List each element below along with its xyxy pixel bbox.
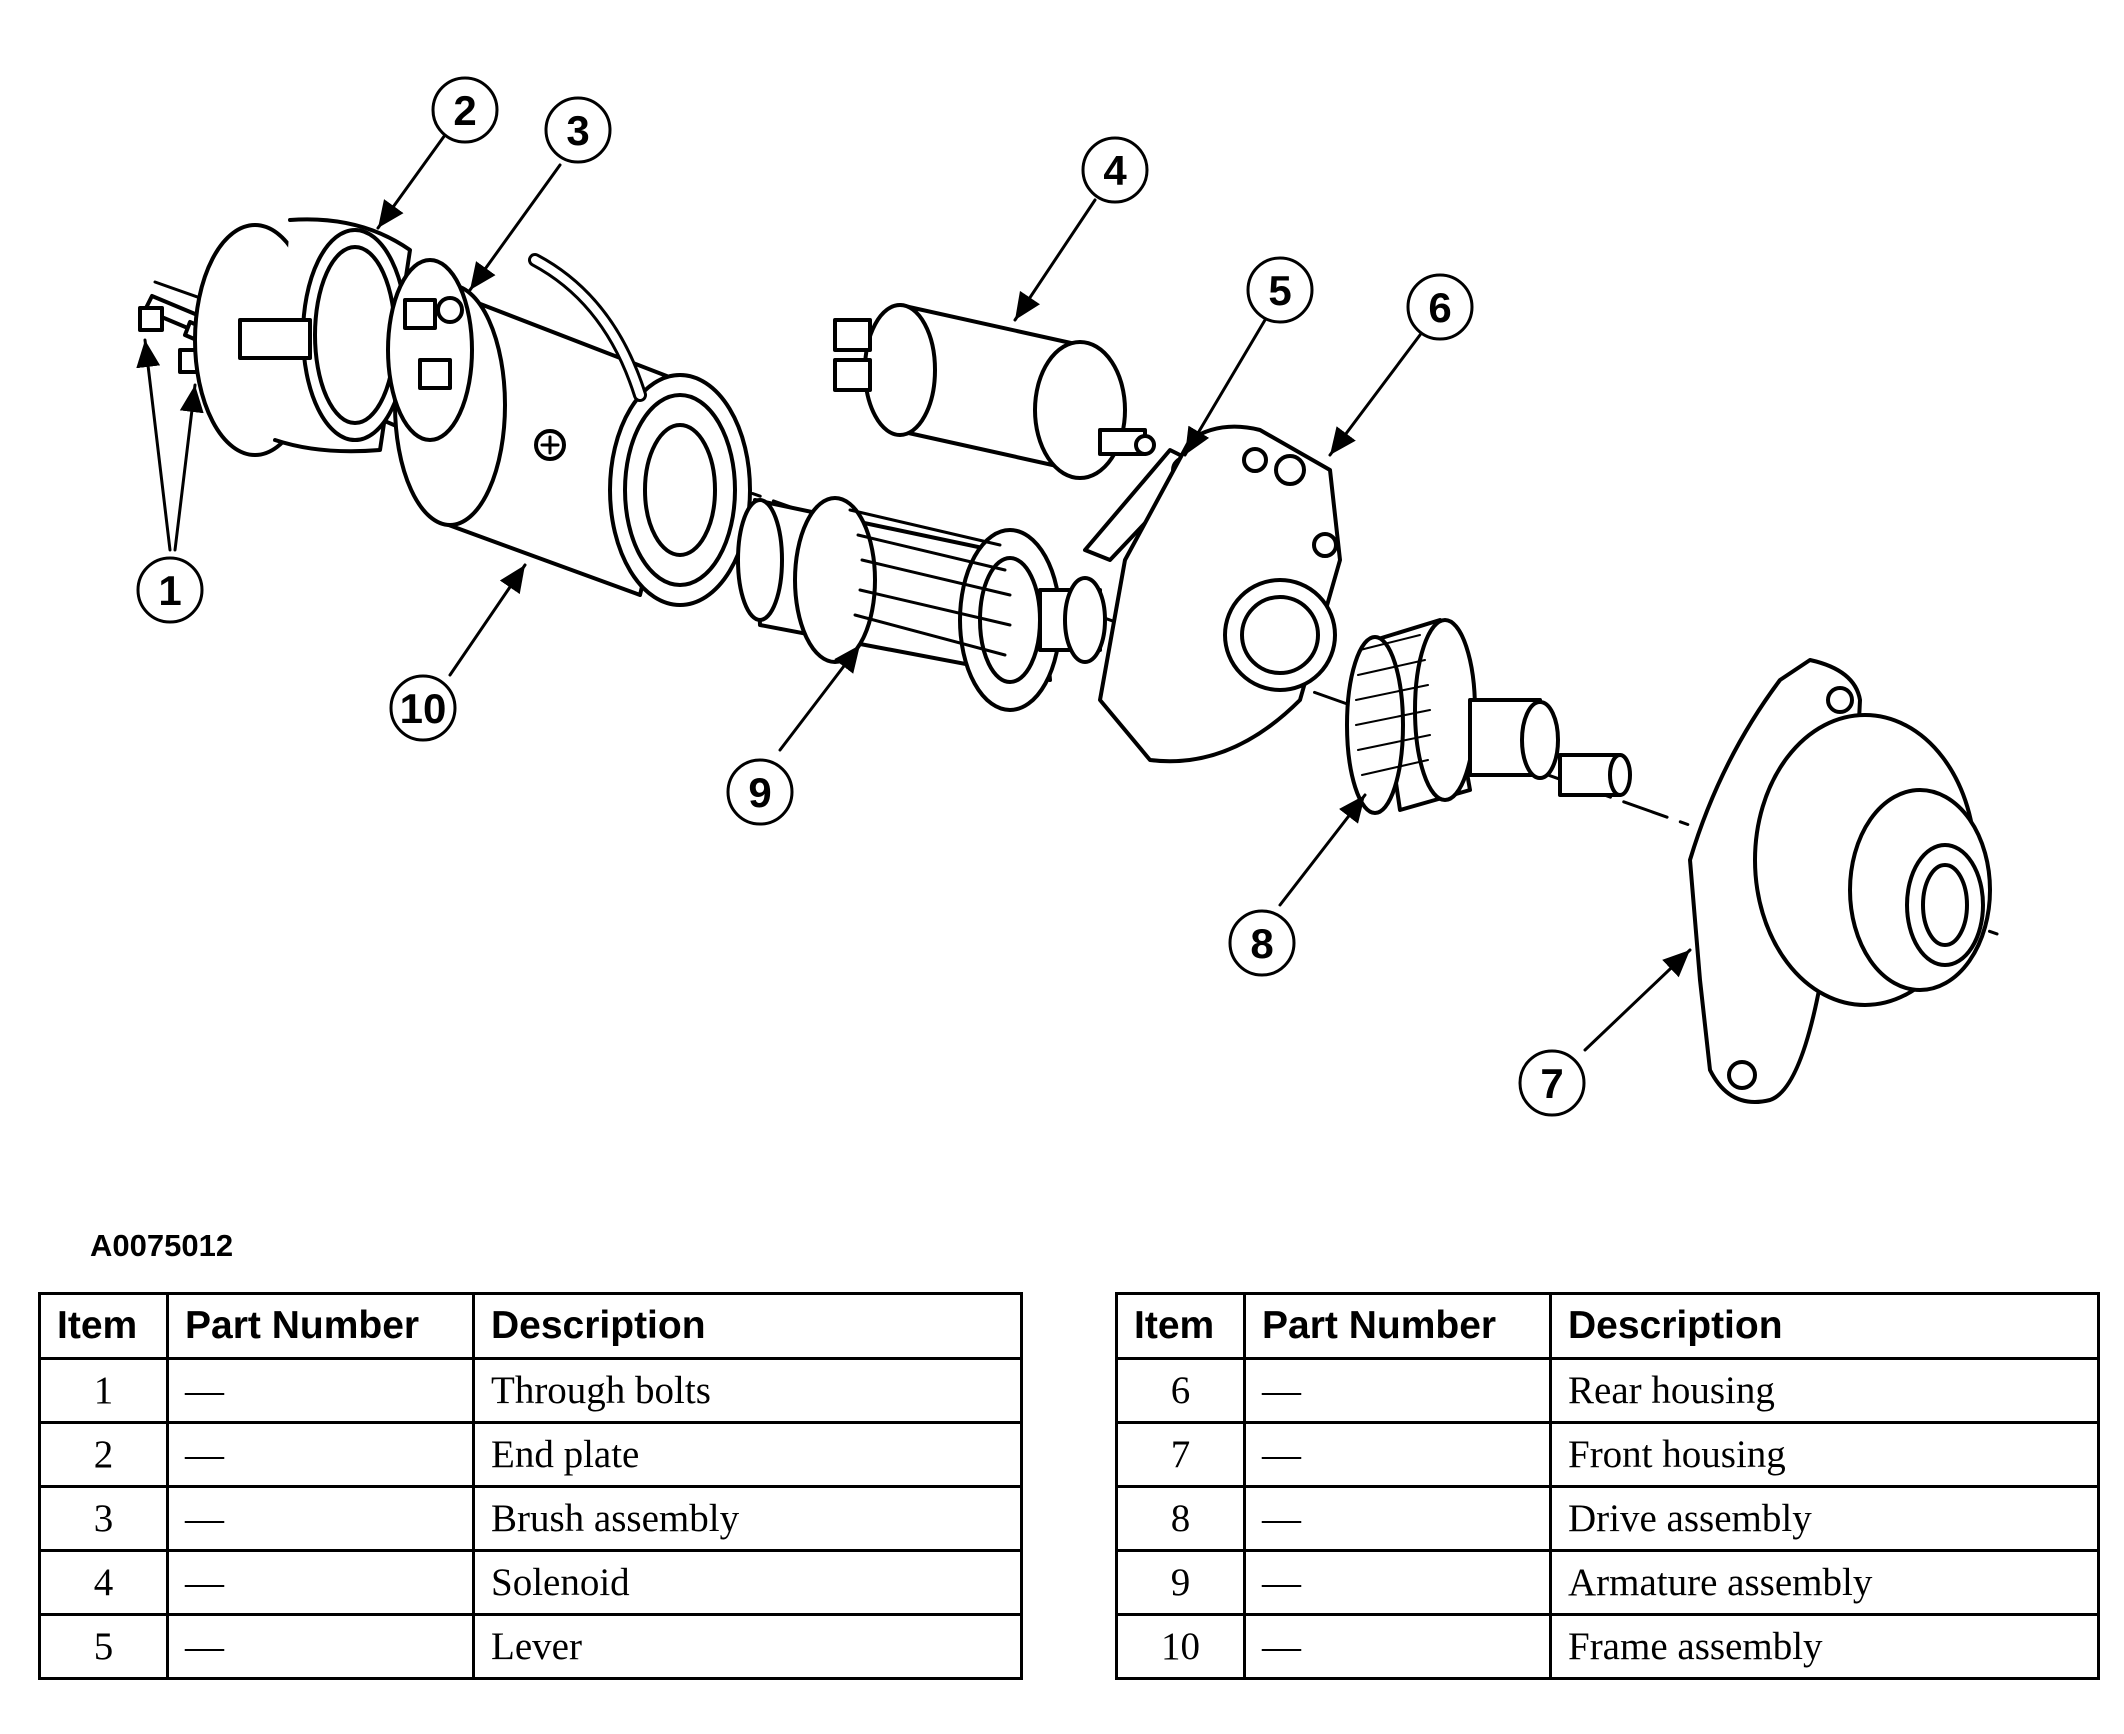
cell-item: 5: [38, 1613, 169, 1680]
leader-arrows: [136, 133, 1692, 1052]
svg-text:5: 5: [1268, 267, 1291, 314]
cell-part-number: —: [166, 1421, 475, 1488]
callout-9: 9: [726, 758, 794, 826]
header-item: Item: [1115, 1292, 1246, 1360]
callout-4: 4: [1081, 136, 1149, 204]
table-row: 5 — Lever: [38, 1613, 1023, 1680]
table-row: 8 — Drive assembly: [1115, 1485, 2100, 1552]
table-row: 2 — End plate: [38, 1421, 1023, 1488]
header-part-number: Part Number: [1243, 1292, 1552, 1360]
cell-item: 8: [1115, 1485, 1246, 1552]
figure-id: A0075012: [90, 1228, 234, 1263]
svg-text:7: 7: [1540, 1060, 1563, 1107]
svg-text:1: 1: [158, 567, 181, 614]
cell-part-number: —: [166, 1613, 475, 1680]
svg-text:6: 6: [1428, 284, 1451, 331]
svg-text:9: 9: [748, 769, 771, 816]
callout-1: 1: [136, 556, 204, 624]
header-description: Description: [1549, 1292, 2100, 1360]
cell-description: Solenoid: [472, 1549, 1023, 1616]
end-plate-part: [193, 217, 412, 457]
cell-item: 10: [1115, 1613, 1246, 1680]
callout-3: 3: [544, 96, 612, 164]
header-description: Description: [472, 1292, 1023, 1360]
cell-description: Front housing: [1549, 1421, 2100, 1488]
front-housing-part: [1688, 658, 1992, 1104]
cell-part-number: —: [166, 1357, 475, 1424]
table-row: 1 — Through bolts: [38, 1357, 1023, 1424]
cell-part-number: —: [166, 1485, 475, 1552]
svg-text:3: 3: [566, 107, 589, 154]
cell-description: Drive assembly: [1549, 1485, 2100, 1552]
cell-item: 2: [38, 1421, 169, 1488]
table-row: 7 — Front housing: [1115, 1421, 2100, 1488]
rear-housing-part: [1098, 424, 1342, 764]
solenoid-part: [833, 303, 1156, 480]
callouts: 1 2 3 4 5 6 7 8: [136, 76, 1586, 1117]
callout-5: 5: [1246, 256, 1314, 324]
svg-text:2: 2: [453, 87, 476, 134]
brush-assembly-part: [386, 258, 474, 442]
svg-text:10: 10: [400, 685, 447, 732]
armature-assembly-part: [736, 496, 1107, 712]
callout-2: 2: [431, 76, 499, 144]
callout-6: 6: [1406, 273, 1474, 341]
starter-exploded-diagram: 1 2 3 4 5 6 7 8: [136, 76, 2002, 1117]
cell-item: 7: [1115, 1421, 1246, 1488]
table-row: 4 — Solenoid: [38, 1549, 1023, 1616]
callout-7: 7: [1518, 1049, 1586, 1117]
cell-item: 1: [38, 1357, 169, 1424]
drive-assembly-part: [1345, 618, 1632, 815]
cell-part-number: —: [1243, 1485, 1552, 1552]
cell-item: 4: [38, 1549, 169, 1616]
cell-description: Rear housing: [1549, 1357, 2100, 1424]
header-item: Item: [38, 1292, 169, 1360]
cell-item: 9: [1115, 1549, 1246, 1616]
cell-item: 6: [1115, 1357, 1246, 1424]
svg-text:8: 8: [1250, 920, 1273, 967]
table-row: 9 — Armature assembly: [1115, 1549, 2100, 1616]
table-row: 10 — Frame assembly: [1115, 1613, 2100, 1680]
cell-part-number: —: [1243, 1549, 1552, 1616]
header-part-number: Part Number: [166, 1292, 475, 1360]
cell-description: Brush assembly: [472, 1485, 1023, 1552]
parts-table-left: Item Part Number Description 1 — Through…: [38, 1292, 1023, 1680]
cell-description: Through bolts: [472, 1357, 1023, 1424]
cell-part-number: —: [1243, 1613, 1552, 1680]
callout-10: 10: [389, 674, 457, 742]
cell-description: Lever: [472, 1613, 1023, 1680]
table-header-row: Item Part Number Description: [1115, 1292, 2100, 1360]
table-row: 6 — Rear housing: [1115, 1357, 2100, 1424]
table-row: 3 — Brush assembly: [38, 1485, 1023, 1552]
table-header-row: Item Part Number Description: [38, 1292, 1023, 1360]
callout-8: 8: [1228, 909, 1296, 977]
cell-part-number: —: [1243, 1357, 1552, 1424]
cell-description: Armature assembly: [1549, 1549, 2100, 1616]
cell-item: 3: [38, 1485, 169, 1552]
cell-part-number: —: [1243, 1421, 1552, 1488]
svg-text:4: 4: [1103, 147, 1127, 194]
cell-description: Frame assembly: [1549, 1613, 2100, 1680]
cell-description: End plate: [472, 1421, 1023, 1488]
parts-table-right: Item Part Number Description 6 — Rear ho…: [1115, 1292, 2100, 1680]
cell-part-number: —: [166, 1549, 475, 1616]
